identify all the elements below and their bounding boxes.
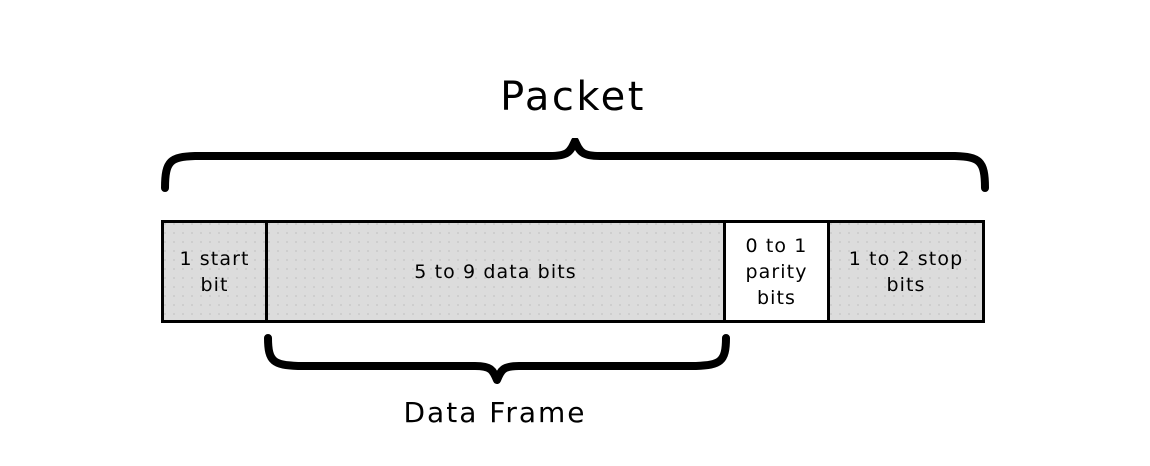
packet-field-start-bit: 1 start bit <box>164 223 265 320</box>
packet-bar: 1 start bit 5 to 9 data bits 0 to 1 pari… <box>161 220 985 323</box>
data-frame-label: Data Frame <box>265 396 725 430</box>
packet-title: Packet <box>0 74 1150 120</box>
packet-field-parity-bits: 0 to 1 parity bits <box>723 223 827 320</box>
data-frame-label-text: Data Frame <box>403 396 587 429</box>
packet-field-start-bit-label: 1 start bit <box>179 247 250 296</box>
packet-field-stop-bits-label: 1 to 2 stop bits <box>848 247 964 296</box>
packet-field-data-bits-label: 5 to 9 data bits <box>414 260 577 283</box>
packet-field-stop-bits: 1 to 2 stop bits <box>827 223 982 320</box>
packet-field-data-bits: 5 to 9 data bits <box>265 223 723 320</box>
packet-field-parity-bits-label: 0 to 1 parity bits <box>745 234 808 309</box>
curly-brace-up-icon <box>150 137 1010 212</box>
curly-brace-down-icon <box>255 332 745 398</box>
packet-title-text: Packet <box>500 74 646 120</box>
